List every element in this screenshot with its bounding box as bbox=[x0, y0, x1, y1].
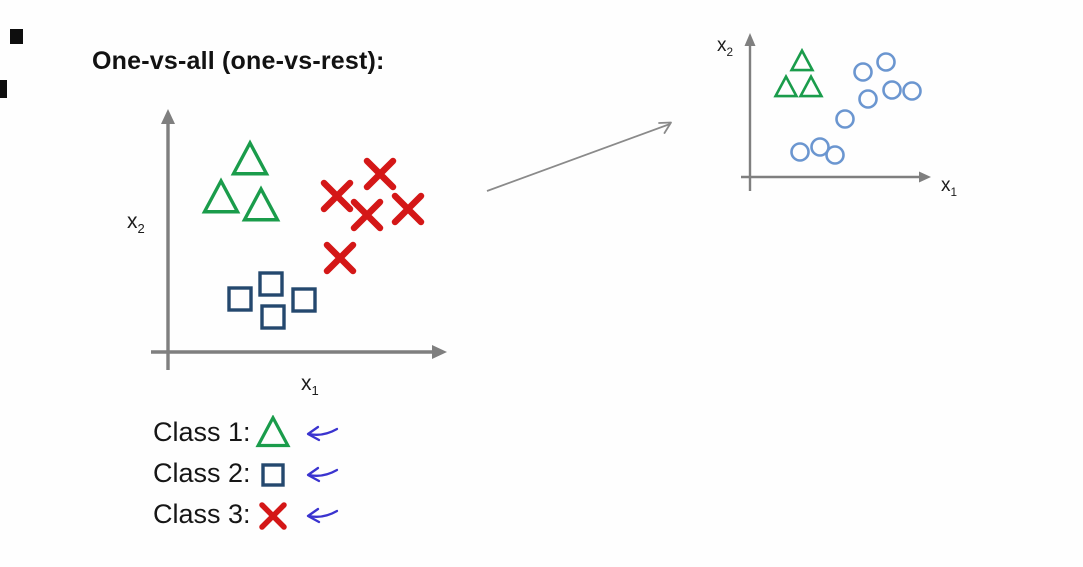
legend-label-class-3: Class 3: bbox=[153, 499, 251, 529]
x-marker bbox=[259, 501, 287, 530]
legend-item-class-2: Class 2: bbox=[153, 453, 341, 494]
class-3-x-icon bbox=[259, 501, 287, 530]
triangle-marker bbox=[201, 177, 241, 214]
x-marker bbox=[363, 157, 397, 191]
circle-marker bbox=[835, 109, 855, 129]
triangle-marker bbox=[773, 73, 799, 98]
annotation-arrow-shaft bbox=[307, 509, 339, 518]
annotation-arrowhead-icon bbox=[306, 507, 321, 523]
circle-marker bbox=[858, 89, 878, 109]
square-marker bbox=[227, 286, 253, 312]
left-plot-markers bbox=[201, 139, 425, 330]
annotation-arrow-shaft bbox=[307, 468, 339, 477]
left-plot-axes bbox=[151, 109, 447, 370]
right-plot-axes bbox=[741, 33, 931, 191]
class-2-square-icon bbox=[261, 462, 285, 487]
xlabel-sub: 1 bbox=[950, 185, 958, 199]
triangle-marker bbox=[241, 185, 281, 222]
right-plot-markers bbox=[773, 47, 922, 165]
legend-label-class-1: Class 1: bbox=[153, 417, 251, 447]
video-artifact bbox=[0, 80, 7, 98]
square-marker bbox=[291, 287, 317, 313]
circle-marker bbox=[882, 80, 902, 100]
transform-arrow-shaft bbox=[486, 123, 671, 192]
circle-marker bbox=[876, 52, 896, 72]
legend-item-class-1: Class 1: bbox=[153, 412, 341, 453]
x-marker bbox=[320, 179, 354, 213]
x-marker bbox=[323, 241, 357, 275]
x-marker bbox=[391, 192, 425, 226]
right-plot-xlabel: x1 bbox=[941, 175, 957, 199]
annotation-arrowhead-icon bbox=[306, 466, 321, 482]
left-plot-x-arrowhead-icon bbox=[432, 345, 447, 359]
xlabel-base: x bbox=[301, 372, 312, 395]
circle-marker bbox=[790, 142, 810, 162]
left-arrow-annotation-icon bbox=[306, 425, 339, 441]
transform-arrowhead-icon bbox=[658, 121, 672, 134]
triangle-marker bbox=[789, 47, 815, 72]
annotation-arrowhead-icon bbox=[306, 425, 321, 441]
left-plot-xlabel: x1 bbox=[301, 372, 319, 398]
transform-arrow bbox=[486, 121, 672, 192]
triangle-marker bbox=[230, 139, 270, 176]
square-marker bbox=[260, 304, 286, 330]
circle-marker bbox=[853, 62, 873, 82]
legend-item-class-3: Class 3: bbox=[153, 494, 341, 535]
ylabel-base: x bbox=[717, 35, 727, 56]
x-marker bbox=[350, 198, 384, 232]
ylabel-sub: 2 bbox=[137, 221, 145, 237]
right-plot-x-arrowhead-icon bbox=[919, 171, 931, 183]
circle-marker bbox=[810, 137, 830, 157]
xlabel-sub: 1 bbox=[311, 383, 319, 399]
triangle-marker bbox=[255, 414, 291, 447]
video-artifact bbox=[10, 29, 23, 44]
right-plot-y-arrowhead-icon bbox=[744, 33, 756, 46]
left-arrow-annotation-icon bbox=[306, 466, 339, 482]
legend-label-class-2: Class 2: bbox=[153, 458, 251, 488]
left-plot-y-arrowhead-icon bbox=[161, 109, 175, 124]
xlabel-base: x bbox=[941, 175, 951, 196]
ylabel-base: x bbox=[127, 210, 138, 233]
annotation-arrow-shaft bbox=[307, 427, 339, 436]
circle-marker bbox=[825, 145, 845, 165]
triangle-marker bbox=[798, 73, 824, 98]
class-legend: Class 1: Class 2: Class 3: bbox=[153, 412, 341, 535]
square-marker bbox=[261, 462, 285, 487]
ylabel-sub: 2 bbox=[726, 45, 734, 59]
slide-title: One-vs-all (one-vs-rest): bbox=[92, 47, 385, 75]
left-plot-ylabel: x2 bbox=[127, 210, 145, 236]
circle-marker bbox=[902, 81, 922, 101]
square-marker bbox=[258, 271, 284, 297]
left-arrow-annotation-icon bbox=[306, 507, 339, 523]
right-plot-ylabel: x2 bbox=[717, 35, 733, 59]
class-1-triangle-icon bbox=[255, 414, 291, 447]
